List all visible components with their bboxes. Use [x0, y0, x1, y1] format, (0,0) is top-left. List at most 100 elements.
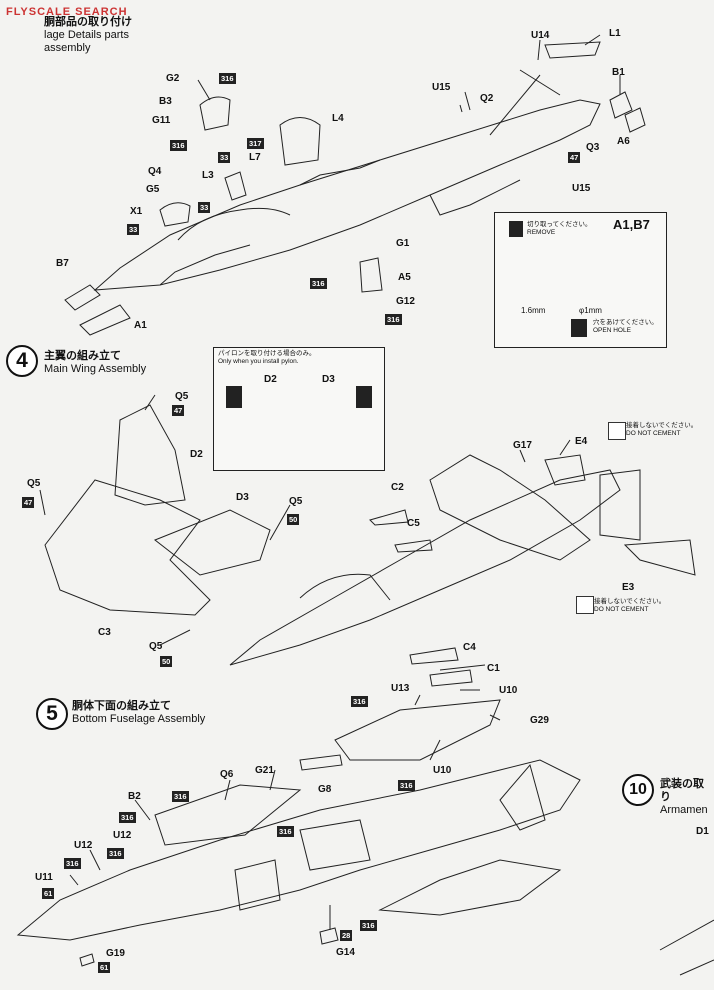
step5-title-en: Bottom Fuselage Assembly: [72, 713, 206, 725]
part-G14: G14: [336, 947, 355, 958]
part-Q2: Q2: [480, 93, 494, 104]
no-cement-icon-top: [608, 422, 626, 440]
part-C1: C1: [487, 663, 500, 674]
part-B3: B3: [159, 96, 172, 107]
badge-61-g19: 61: [98, 962, 111, 973]
part-C2: C2: [391, 482, 404, 493]
step10-title-en: Armamen: [660, 804, 708, 816]
badge-316-g12: 316: [385, 314, 402, 325]
part-Q5c: Q5: [289, 496, 303, 507]
inset-a1-b7: A1,B7 切り取ってください。 REMOVE 1.6mm φ1mm 穴をあけて…: [494, 212, 667, 348]
no-cement-jp-bottom: 接着しないでください。: [594, 598, 666, 605]
step3-title-en2: assembly: [44, 42, 91, 54]
part-Q3: Q3: [586, 142, 600, 153]
part-G11: G11: [152, 115, 171, 126]
badge-316-g2: 316: [219, 73, 236, 84]
part-Q5d: Q5: [149, 641, 163, 652]
part-U13: U13: [391, 683, 410, 694]
part-A6: A6: [617, 136, 630, 147]
part-L7: L7: [249, 152, 261, 163]
part-L3: L3: [202, 170, 214, 181]
badge-61-u11: 61: [42, 888, 55, 899]
dim-1mm: φ1mm: [579, 306, 602, 315]
badge-316-u12a: 316: [64, 858, 81, 869]
badge-316-g14: 316: [360, 920, 377, 931]
remove-jp: 切り取ってください。: [527, 221, 592, 228]
step3-title-en1: lage Details parts: [44, 29, 129, 41]
part-D2: D2: [190, 449, 203, 460]
step4-number: 4: [6, 345, 38, 377]
step3-title-jp: 胴部品の取り付け: [44, 16, 132, 28]
part-G29: G29: [530, 715, 549, 726]
part-Q4: Q4: [148, 166, 162, 177]
badge-50-q5d: 50: [160, 656, 173, 667]
badge-317: 317: [247, 138, 264, 149]
part-B1: B1: [612, 67, 625, 78]
part-U15a: U15: [432, 82, 451, 93]
part-A1: A1: [134, 320, 147, 331]
part-U12a: U12: [74, 840, 93, 851]
pylon-note-jp: パイロンを取り付ける場合のみ。: [218, 350, 316, 357]
badge-47-top: 47: [568, 152, 581, 163]
badge-316-g11: 316: [170, 140, 187, 151]
dim-1-6mm: 1.6mm: [521, 306, 546, 315]
part-U10b: U10: [433, 765, 452, 776]
inset-a1-b7-title: A1,B7: [613, 217, 650, 232]
badge-47-q5b: 47: [22, 497, 35, 508]
badge-47-q5: 47: [172, 405, 185, 416]
badge-316-a5: 316: [310, 278, 327, 289]
badge-316-u12b: 316: [107, 848, 124, 859]
part-Q6: Q6: [220, 769, 234, 780]
part-U14: U14: [531, 30, 550, 41]
badge-316-g8: 316: [277, 826, 294, 837]
badge-33-g5: 33: [198, 202, 211, 213]
badge-316-u10: 316: [398, 780, 415, 791]
step5-number: 5: [36, 698, 68, 730]
part-G12: G12: [396, 296, 415, 307]
badge-316-u13: 316: [351, 696, 368, 707]
step10-number: 10: [622, 774, 654, 806]
part-G21: G21: [255, 765, 274, 776]
step5-title: 胴体下面の組み立て Bottom Fuselage Assembly: [72, 700, 205, 726]
drill-icon: [571, 319, 587, 337]
step5-title-jp: 胴体下面の組み立て: [72, 700, 171, 712]
part-D1: D1: [696, 826, 709, 837]
part-G1: G1: [396, 238, 410, 249]
part-A5: A5: [398, 272, 411, 283]
part-G8: G8: [318, 784, 332, 795]
part-U12b: U12: [113, 830, 132, 841]
badge-33-l3: 33: [218, 152, 231, 163]
drill-icon-left: [226, 386, 242, 408]
no-cement-icon-bottom: [576, 596, 594, 614]
part-C5: C5: [407, 518, 420, 529]
pylon-d3: D3: [322, 374, 335, 385]
part-G5: G5: [146, 184, 160, 195]
part-C4: C4: [463, 642, 476, 653]
badge-316-b2: 316: [119, 812, 136, 823]
part-U10a: U10: [499, 685, 518, 696]
part-C3: C3: [98, 627, 111, 638]
part-B7: B7: [56, 258, 69, 269]
part-D3: D3: [236, 492, 249, 503]
open-hole-en: OPEN HOLE: [593, 327, 631, 334]
no-cement-en-top: DO NOT CEMENT: [626, 430, 681, 437]
badge-50-q5c: 50: [287, 514, 300, 525]
step3-title: 胴部品の取り付け lage Details parts assembly: [44, 16, 132, 55]
open-hole-jp: 穴をあけてください。: [593, 319, 658, 326]
watermark-logo: FLYSCALE SEARCH: [6, 6, 128, 18]
part-E3: E3: [622, 582, 635, 593]
step10-title: 武装の取り Armamen: [660, 778, 714, 817]
part-U15b: U15: [572, 183, 591, 194]
no-cement-jp-top: 接着しないでください。: [626, 422, 698, 429]
step10-title-jp: 武装の取り: [660, 778, 704, 803]
pylon-d2: D2: [264, 374, 277, 385]
part-B2: B2: [128, 791, 141, 802]
remove-en: REMOVE: [527, 229, 556, 236]
step4-title-jp: 主翼の組み立て: [44, 350, 121, 362]
step4-title-en: Main Wing Assembly: [44, 363, 147, 375]
step4-title: 主翼の組み立て Main Wing Assembly: [44, 350, 146, 376]
part-Q5b: Q5: [27, 478, 41, 489]
part-Q5a: Q5: [175, 391, 189, 402]
part-G17: G17: [513, 440, 532, 451]
